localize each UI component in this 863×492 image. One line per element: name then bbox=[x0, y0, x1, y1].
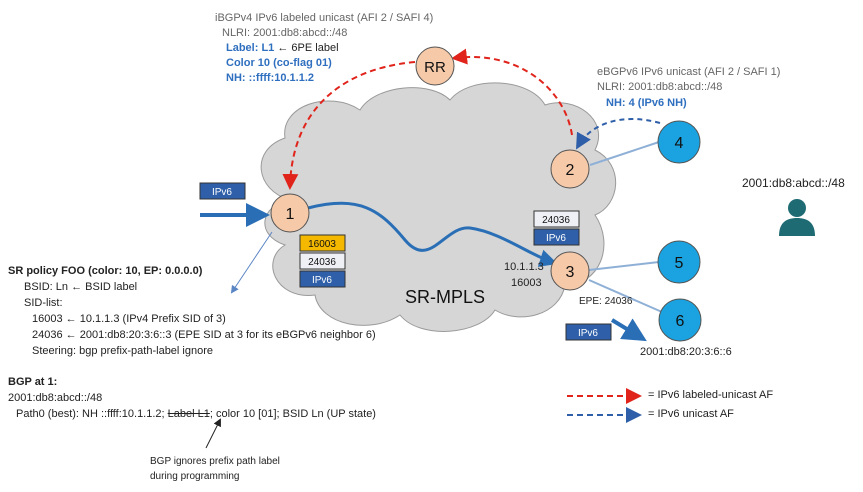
node-2-label: 2 bbox=[566, 162, 575, 179]
stack-right-ipv6-box bbox=[533, 228, 580, 246]
ibgp-label-note: 6PE label bbox=[291, 42, 339, 54]
sr-policy-sid1-row: 16003 ← 10.1.1.3 (IPv4 Prefix SID of 3) bbox=[32, 313, 226, 325]
node-5[interactable]: 5 bbox=[657, 240, 701, 284]
sr-policy-bsid: BSID: Ln bbox=[24, 281, 69, 293]
sr-mpls-cloud bbox=[260, 82, 617, 332]
node-3[interactable]: 3 bbox=[550, 251, 590, 291]
sr-path-1-3 bbox=[307, 201, 558, 267]
node-1-label: 1 bbox=[286, 206, 295, 223]
user-icon bbox=[779, 199, 815, 236]
sr-policy-bsid-row: BSID: Ln ← BSID label bbox=[24, 281, 137, 293]
bgp-at-1-title: BGP at 1: bbox=[8, 376, 58, 388]
stack-left-16003: 16003 bbox=[308, 239, 336, 250]
note-pointer bbox=[205, 418, 221, 449]
arrow-left-icon: ← bbox=[65, 329, 77, 341]
ibgp-labeled-path-rr-1 bbox=[282, 61, 416, 190]
sr-policy-sid2-note: 2001:db8:20:3:6::3 (EPE SID at 3 for its… bbox=[79, 329, 376, 341]
link-2-4 bbox=[589, 141, 660, 166]
node-rr-label: RR bbox=[424, 59, 446, 76]
ibgp-label-row: Label: L1 ← 6PE label bbox=[226, 42, 339, 54]
bgp-at-1-path-b: ; color 10 [01]; BSID Ln (UP state) bbox=[209, 408, 376, 420]
ibgp-labeled-path-2-rr bbox=[451, 48, 573, 136]
bgp-at-1-path-a: Path0 (best): NH ::ffff:10.1.1.2; bbox=[16, 408, 165, 420]
ibgp-nh: NH: ::ffff:10.1.1.2 bbox=[226, 72, 315, 84]
user-prefix: 2001:db8:abcd::/48 bbox=[742, 176, 845, 190]
ebgp-nh: NH: 4 (IPv6 NH) bbox=[606, 97, 687, 109]
node-4-label: 4 bbox=[675, 135, 684, 152]
node-6-label: 6 bbox=[676, 313, 685, 330]
sr-policy-bsid-note: BSID label bbox=[85, 281, 138, 293]
stack-left-ipv6: IPv6 bbox=[312, 275, 332, 286]
sr-policy-sid2-label: 24036 bbox=[32, 329, 63, 341]
node-2[interactable]: 2 bbox=[550, 149, 590, 189]
epe-label: EPE: 24036 bbox=[579, 296, 633, 307]
ipv6-out-box bbox=[565, 323, 612, 341]
ibgp-label: Label: L1 bbox=[226, 42, 275, 54]
arrow-left-icon: ← bbox=[65, 313, 77, 325]
stack-left-24036-box bbox=[299, 252, 346, 270]
sr-policy-sid-list: SID-list: bbox=[24, 297, 63, 309]
sr-policy-title: SR policy FOO (color: 10, EP: 0.0.0.0) bbox=[8, 265, 203, 277]
egress-arrow bbox=[610, 318, 647, 342]
link-3-5 bbox=[588, 261, 660, 271]
bgp-at-1-path-row: Path0 (best): NH ::ffff:10.1.1.2; Label … bbox=[16, 408, 376, 420]
arrow-left-icon: ← bbox=[71, 281, 83, 293]
link-3-6 bbox=[588, 279, 663, 313]
policy-pointer bbox=[230, 231, 273, 294]
stack-right-ipv6: IPv6 bbox=[546, 233, 566, 244]
node-1[interactable]: 1 bbox=[270, 193, 310, 233]
ipv6-in-box bbox=[199, 182, 246, 200]
label-stack-left: 16003 24036 IPv6 bbox=[299, 234, 346, 288]
ibgp-color: Color 10 (co-flag 01) bbox=[226, 57, 332, 69]
sr-policy-sid1-label: 16003 bbox=[32, 313, 63, 325]
node3-addr: 10.1.1.3 bbox=[504, 261, 544, 273]
stack-right-24036-box bbox=[533, 210, 580, 228]
node-3-label: 3 bbox=[566, 264, 575, 281]
stack-left-ipv6-box bbox=[299, 270, 346, 288]
legend-labeled: = IPv6 labeled-unicast AF bbox=[648, 389, 774, 401]
sr-policy-sid2-row: 24036 ← 2001:db8:20:3:6::3 (EPE SID at 3… bbox=[32, 329, 376, 341]
node-6[interactable]: 6 bbox=[658, 298, 702, 342]
dest-addr: 2001:db8:20:3:6::6 bbox=[640, 346, 732, 358]
ebgp-nlri: NLRI: 2001:db8:abcd::/48 bbox=[597, 81, 723, 93]
sr-policy-sid1-note: 10.1.1.3 (IPv4 Prefix SID of 3) bbox=[79, 313, 226, 325]
ibgp-title: iBGPv4 IPv6 labeled unicast (AFI 2 / SAF… bbox=[215, 12, 434, 24]
bgp-at-1-prefix: 2001:db8:abcd::/48 bbox=[8, 392, 103, 404]
legend-unicast: = IPv6 unicast AF bbox=[648, 408, 734, 420]
sr-policy-steering: Steering: bgp prefix-path-label ignore bbox=[32, 345, 214, 357]
ibgp-nlri: NLRI: 2001:db8:abcd::/48 bbox=[222, 27, 348, 39]
ipv6-in-label: IPv6 bbox=[212, 187, 232, 198]
node-5-label: 5 bbox=[675, 255, 684, 272]
ipv6-out-label: IPv6 bbox=[578, 328, 598, 339]
stack-right-24036: 24036 bbox=[542, 215, 570, 226]
node-rr[interactable]: RR bbox=[415, 46, 455, 86]
note-line2: during programming bbox=[150, 471, 240, 482]
stack-left-16003-box bbox=[299, 234, 346, 252]
stack-left-24036: 24036 bbox=[308, 257, 336, 268]
arrow-left-icon: ← bbox=[277, 42, 289, 54]
note-line1: BGP ignores prefix path label bbox=[150, 456, 280, 467]
node-4[interactable]: 4 bbox=[657, 120, 701, 164]
ebgp-unicast-path-4-2 bbox=[576, 118, 661, 150]
node3-sid: 16003 bbox=[511, 277, 542, 289]
label-stack-right: 24036 IPv6 bbox=[533, 210, 580, 246]
bgp-at-1-path-strike: Label L1 bbox=[167, 408, 210, 420]
cloud-label: SR-MPLS bbox=[405, 287, 485, 307]
ebgp-title: eBGPv6 IPv6 unicast (AFI 2 / SAFI 1) bbox=[597, 66, 781, 78]
